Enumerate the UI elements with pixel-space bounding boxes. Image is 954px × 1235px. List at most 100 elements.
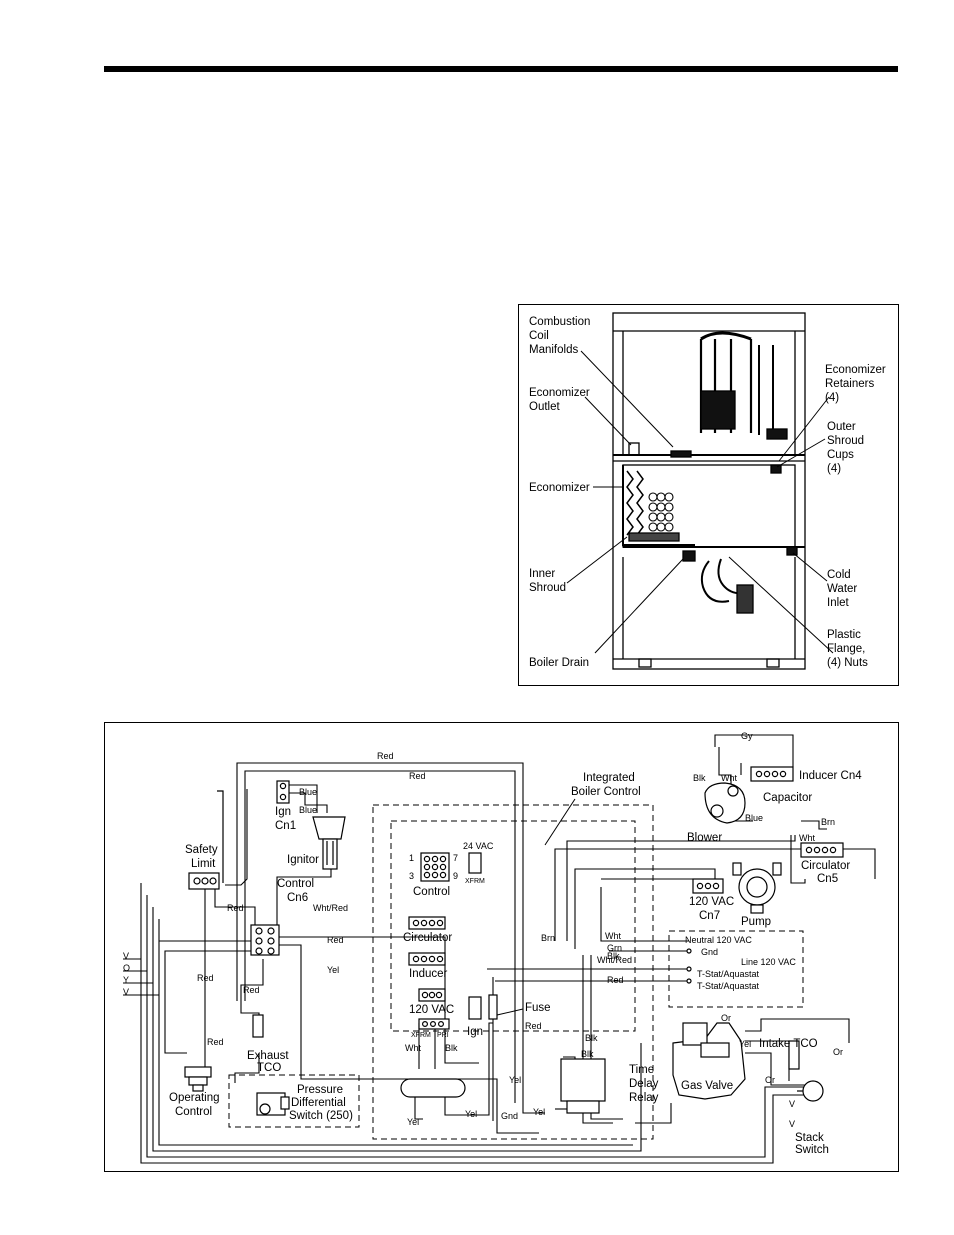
label-fuse: Fuse <box>525 1002 551 1014</box>
label-intake-tco: Intake TCO <box>759 1038 818 1050</box>
wire-red-8: Red <box>525 1021 542 1031</box>
label-24vac: 24 VAC <box>463 841 494 851</box>
wire-yel-3: Yel <box>465 1109 477 1119</box>
label-vac120: 120 VAC <box>409 1004 454 1016</box>
label-exhaust-tco-line1: Exhaust <box>247 1050 289 1062</box>
label-pressure-switch-line3: Switch (250) <box>289 1110 353 1122</box>
label-outer-shroud-line2: Shroud <box>827 435 864 447</box>
wire-red-1: Red <box>377 751 394 761</box>
wire-blue-3: Blue <box>745 813 763 823</box>
wire-gy: Gy <box>741 731 753 741</box>
label-integrated-control-line2: Boiler Control <box>571 786 641 798</box>
wire-grn: Grn <box>607 943 622 953</box>
label-plastic-flange-line3: (4) Nuts <box>827 657 868 669</box>
wire-or-2: Or <box>833 1047 843 1057</box>
wire-red-2: Red <box>409 771 426 781</box>
label-control: Control <box>413 886 450 898</box>
label-pri: PRI <box>437 1032 449 1039</box>
label-ign-cn1-line2: Cn1 <box>275 820 296 832</box>
time-delay-relay <box>560 1058 606 1102</box>
label-xfrm2: XFRM <box>411 1032 431 1039</box>
wire-or-3: Or <box>765 1075 775 1085</box>
label-term-v1: V <box>123 951 129 961</box>
header-rule <box>104 66 898 72</box>
wire-yel-5: Yel <box>533 1107 545 1117</box>
label-gnd-terminal: Gnd <box>701 947 718 957</box>
label-inner-shroud-line2: Shroud <box>529 582 566 594</box>
ign-connector <box>468 996 482 1020</box>
label-econ-retainers-line2: Retainers <box>825 378 874 390</box>
wire-yel-4: Yel <box>509 1075 521 1085</box>
label-vac120-cn7-line1: 120 VAC <box>689 896 734 908</box>
wire-wht-4: Wht <box>799 833 816 843</box>
wire-red-7: Red <box>207 1037 224 1047</box>
label-term-y: Y <box>123 975 129 985</box>
label-safety-limit-line2: Limit <box>191 858 216 870</box>
wire-v-1: V <box>789 1099 795 1109</box>
label-combustion-line2: Coil <box>529 330 549 342</box>
wire-blk-3: Blk <box>585 1033 598 1043</box>
label-time-delay-relay-line1: Time <box>629 1064 654 1076</box>
integrated-boiler-control-outline <box>372 804 654 1140</box>
label-pressure-switch-line1: Pressure <box>297 1084 343 1096</box>
ignitor-body <box>312 816 346 840</box>
exhaust-tco <box>252 1014 264 1038</box>
label-outer-shroud-line1: Outer <box>827 421 856 433</box>
label-time-delay-relay-line3: Relay <box>629 1092 659 1104</box>
label-inner-shroud-line1: Inner <box>529 568 555 580</box>
wire-brn-2: Brn <box>821 817 835 827</box>
label-neutral: Neutral 120 VAC <box>685 935 752 945</box>
label-ign-cn1-line1: Ign <box>275 806 291 818</box>
label-integrated-control-line1: Integrated <box>583 772 635 784</box>
fuse <box>488 994 498 1020</box>
wire-red-5: Red <box>197 973 214 983</box>
label-term-o: O <box>123 963 130 973</box>
boiler-cutaway-figure: Combustion Coil Manifolds Economizer Out… <box>518 304 899 686</box>
label-ign: Ign <box>467 1026 483 1038</box>
wire-wht-red-1: Wht/Red <box>313 903 348 913</box>
wire-blk-1: Blk <box>445 1043 458 1053</box>
wire-yel-1: Yel <box>327 965 339 975</box>
wire-red-9: Red <box>607 975 624 985</box>
cabinet-outline <box>612 312 806 670</box>
safety-limit-probe <box>217 790 224 883</box>
wire-wht-3: Wht <box>721 773 738 783</box>
wire-wht-2: Wht <box>605 931 622 941</box>
wire-red-3: Red <box>227 903 244 913</box>
label-circulator-cn5-line2: Cn5 <box>817 873 838 885</box>
label-pin-3: 3 <box>409 871 414 881</box>
label-time-delay-relay-line2: Delay <box>629 1078 659 1090</box>
wire-blue-1: Blue <box>299 787 317 797</box>
label-control-cn6-line1: Control <box>277 878 314 890</box>
label-xfrm: XFRM <box>465 878 485 885</box>
label-combustion-line1: Combustion <box>529 316 590 328</box>
label-econ-retainers-line1: Economizer <box>825 364 886 376</box>
label-safety-limit-line1: Safety <box>185 844 218 856</box>
label-operating-control-line1: Operating <box>169 1092 220 1104</box>
label-economizer: Economizer <box>529 482 590 494</box>
label-vac120-cn7-line2: Cn7 <box>699 910 720 922</box>
label-outer-shroud-line3: Cups <box>827 449 854 461</box>
wire-blk-4: Blk <box>581 1049 594 1059</box>
wire-yel-6: Yel <box>739 1039 751 1049</box>
wire-or-1: Or <box>721 1013 731 1023</box>
capacitor <box>727 785 739 797</box>
label-stack-switch-line2: Switch <box>795 1144 829 1156</box>
label-pressure-switch-line2: Differential <box>291 1097 346 1109</box>
label-pin-9: 9 <box>453 871 458 881</box>
label-plastic-flange-line1: Plastic <box>827 629 861 641</box>
wire-v-2: V <box>789 1119 795 1129</box>
wire-blk-5: Blk <box>693 773 706 783</box>
label-tstat2: T-Stat/Aquastat <box>697 981 760 991</box>
label-cold-water-line1: Cold <box>827 569 851 581</box>
wire-yel-2: Yel <box>407 1117 419 1127</box>
label-boiler-drain: Boiler Drain <box>529 657 589 669</box>
label-capacitor: Capacitor <box>763 792 812 804</box>
label-circulator: Circulator <box>403 932 452 944</box>
label-pin-1: 1 <box>409 853 414 863</box>
transformer-body <box>400 1078 466 1098</box>
label-inducer-cn4: Inducer Cn4 <box>799 770 862 782</box>
thermostat-terminal-outline <box>668 930 804 1008</box>
wire-red-6: Red <box>243 985 260 995</box>
label-stack-switch-line1: Stack <box>795 1132 824 1144</box>
